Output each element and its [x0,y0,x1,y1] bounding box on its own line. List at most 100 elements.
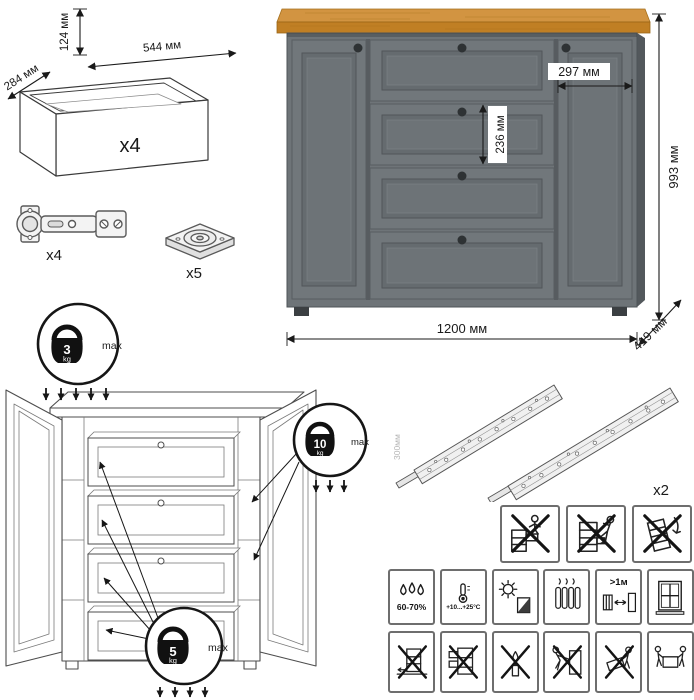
top-limit-value: 3 [63,342,70,357]
svg-text:124 мм: 124 мм [59,13,71,51]
temperature-value: +10...+25°С [446,604,481,612]
slide-rail-2 [487,387,679,502]
two-person-carry-icon [655,645,687,668]
drawer-limit-unit: kg [169,656,177,665]
svg-text:236 мм: 236 мм [495,115,507,153]
pictogram-humidity: 60-70% [388,569,435,625]
drawer-box-depth-label: 284 мм [2,62,41,93]
pictogram-two-person-carry [646,631,694,693]
load-limit-top-badge: 3 kg max [36,302,123,401]
temperature-icon [458,583,471,604]
pictogram-no-climb [566,505,626,563]
drawer-limit-value: 5 [169,644,176,659]
no-lean-icon [552,645,582,679]
drawer-box-width-label: 544 мм [143,39,182,55]
dresser-foot-left [294,307,309,316]
humidity-value: 60-70% [396,602,427,613]
no-climb-icon [577,514,616,553]
window-icon [656,580,685,615]
slides-count: x2 [653,482,669,499]
no-single-carry-icon [604,645,634,679]
dresser-left-door [291,39,367,300]
slide-rail-1 [395,384,563,489]
pictogram-no-stand [500,505,560,563]
no-tip-over-icon [643,514,682,553]
no-flame-icon [500,645,531,679]
pictogram-no-open-drawers [439,631,487,693]
drawer-box-dimension-arrows [7,8,237,100]
distance-value: >1м [609,576,628,588]
no-open-drawers-icon [448,645,479,679]
depth-label: 419 мм [630,315,670,352]
left-door-knob [353,43,363,53]
foot-diagram: x5 [165,223,235,282]
dresser-product-image: 297 мм 236 мм 993 мм 1200 мм 419 мм [276,8,682,352]
svg-text:544 мм: 544 мм [143,39,182,55]
load-limit-shelf-badge: 10 kg max [292,402,369,493]
drawer-box-height-label: 124 мм [59,13,71,51]
dresser-drawer-2 [369,103,555,166]
shelf-limit-unit: kg [317,450,324,457]
width-label: 1200 мм [437,321,487,336]
shelf-load-arrows [312,480,348,493]
shelf-limit-value: 10 [314,439,327,451]
right-door-knob [561,43,571,53]
heat-distance-icon [602,593,636,613]
exploded-view: 3 kg max 10 kg max [5,302,369,698]
hinge-drawing [16,205,127,243]
drawer-load-arrows [156,687,209,698]
drawer-box-count: x4 [119,135,140,157]
no-drag-icon [396,645,427,679]
kettlebell-icon [305,421,335,437]
top-limit-unit: kg [63,355,71,364]
load-limit-pointer-lines [98,452,300,640]
drawer-box-diagram: 124 мм 544 мм 284 мм x4 [2,8,237,177]
no-stand-on-drawer-icon [511,514,550,553]
drawer-slides-diagram: 300мм [392,384,679,502]
door-width-label: 297 мм [558,65,600,79]
drawer-height-label: 236 мм [495,115,507,153]
pictogram-radiator [543,569,591,625]
drawer-1-knob [457,43,467,53]
drawer-2-knob [457,107,467,117]
shelf-limit-max: max [351,437,369,448]
pictogram-temperature: +10...+25°С [439,569,487,625]
drawer-4-knob [457,235,467,245]
warning-pictogram-row [500,505,692,563]
svg-text:993 мм: 993 мм [666,145,681,188]
dresser-drawer-4 [369,231,555,300]
radiator-icon [555,578,581,609]
pictogram-no-lean [543,631,591,693]
care-pictograms: 60-70% +10...+25°С [388,505,694,700]
svg-text:419 мм: 419 мм [630,315,670,352]
sunlight-icon [498,579,531,614]
top-limit-max: max [102,340,123,352]
dresser-drawer-3 [369,167,555,230]
drawer-height-label-bg [488,106,507,163]
door-width-label-bg [548,63,610,80]
load-limit-drawer-badge: 5 kg max [144,606,229,698]
conditions-pictogram-row: 60-70% +10...+25°С [388,569,694,625]
drawer-box-drawing [19,77,209,177]
dresser-top-panel [276,8,651,34]
slides-side-note: 300мм [392,434,402,460]
drawer-3-knob [457,171,467,181]
pictogram-no-flame [491,631,539,693]
pictogram-heat-distance: >1м [595,569,643,625]
svg-text:284 мм: 284 мм [2,62,41,93]
pictogram-sunlight [491,569,539,625]
pictogram-ventilation [646,569,694,625]
kettlebell-icon [157,626,189,643]
humidity-icon [399,582,424,596]
handling-pictogram-row [388,631,694,693]
drawer-limit-max: max [208,642,229,654]
dresser-foot-right [612,307,627,316]
hinge-count: x4 [46,247,62,264]
height-label: 993 мм [666,145,681,188]
foot-count: x5 [186,265,202,282]
pictogram-no-drag [388,631,435,693]
top-load-arrows [42,388,110,401]
pictogram-no-tip-over [632,505,692,563]
pictogram-no-single-carry [595,631,643,693]
